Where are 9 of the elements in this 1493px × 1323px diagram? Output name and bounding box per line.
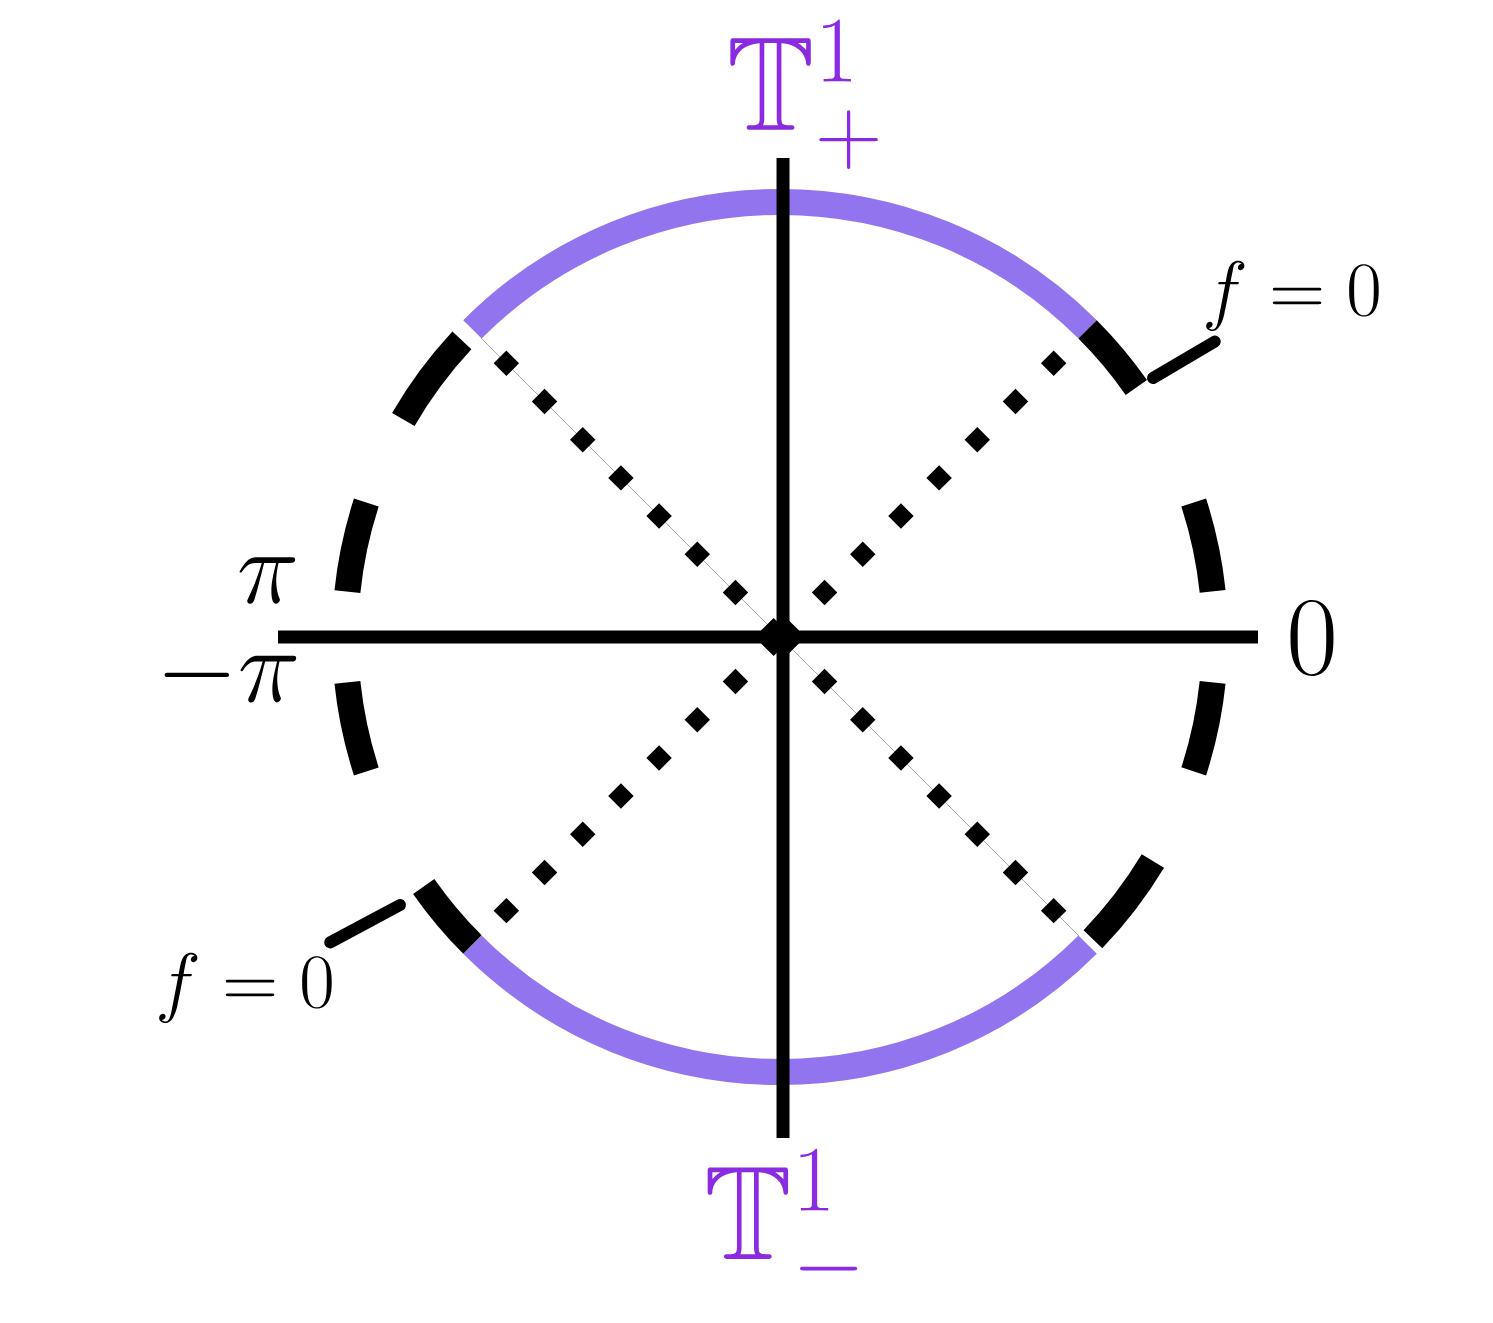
axis-label: $\mathbb{T}^1_+$ xyxy=(730,19,878,169)
formula-label: $f = 0$ xyxy=(1206,260,1379,332)
leader-line xyxy=(324,899,406,949)
leader-line xyxy=(1147,335,1221,384)
axis-label: $0$ xyxy=(1290,599,1334,677)
axis-label: $-\pi$ xyxy=(164,655,297,703)
formula-label: $f = 0$ xyxy=(159,952,332,1024)
axis-label: $\mathbb{T}^1_-$ xyxy=(707,1148,858,1271)
axis-label: $\pi$ xyxy=(239,557,296,604)
